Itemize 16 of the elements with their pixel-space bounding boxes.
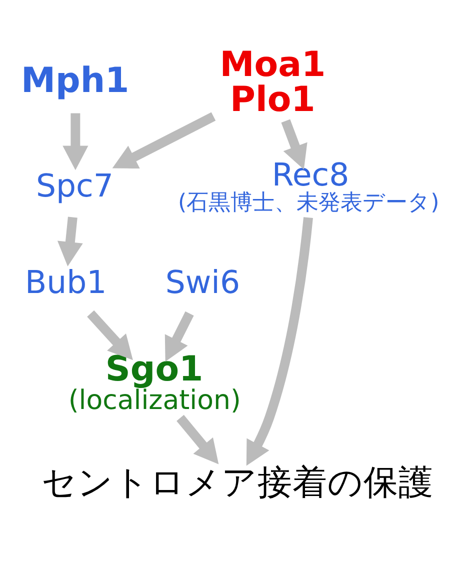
arrow — [281, 118, 308, 170]
arrow — [246, 216, 313, 466]
node-text: Sgo1 (localization) — [68, 349, 241, 416]
arrow — [62, 112, 88, 170]
node-text: Moa1 Plo1 — [220, 44, 326, 120]
arrow — [176, 414, 219, 464]
arrow — [57, 216, 83, 266]
node-text: Mph1 — [21, 60, 130, 100]
arrow — [87, 310, 133, 360]
arrow — [112, 112, 216, 168]
arrow — [164, 310, 194, 362]
node-text: Rec8 (石黒博士、未発表データ) — [178, 157, 440, 216]
node-text: Swi6 — [165, 264, 240, 300]
node-text: セントロメア接着の保護 — [42, 462, 434, 503]
node-text: Spc7 — [36, 168, 114, 204]
node-text: Bub1 — [24, 264, 107, 300]
